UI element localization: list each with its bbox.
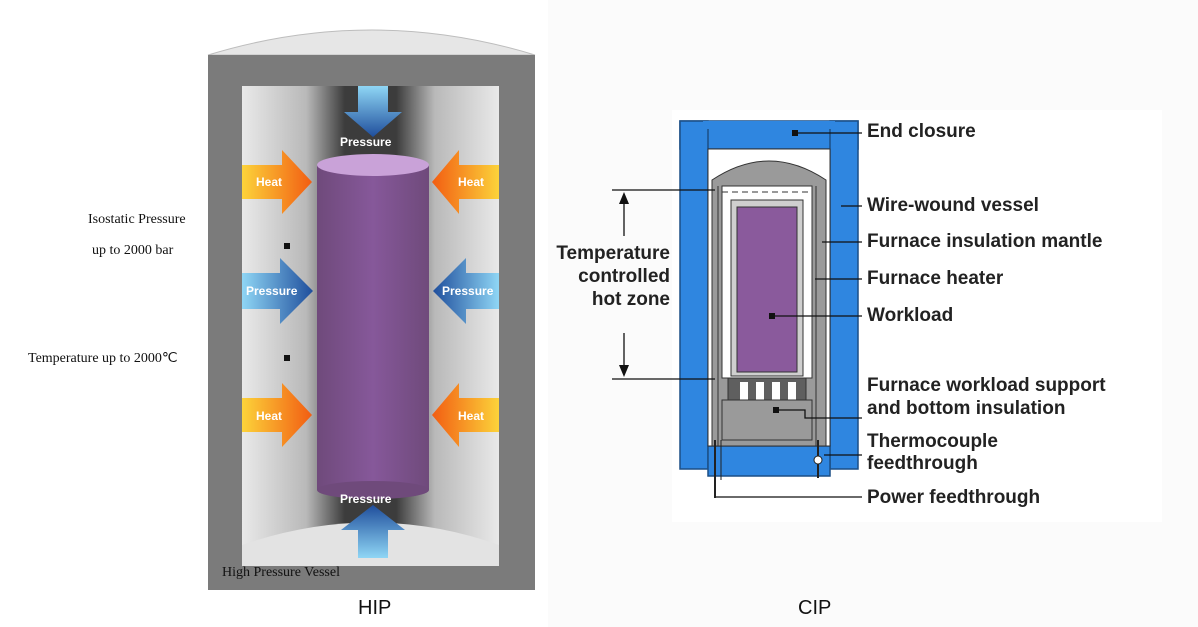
leader-lines — [612, 132, 862, 498]
heat-arrow-right-bottom — [432, 383, 499, 447]
annotation-pressure-line2: up to 2000 bar — [92, 243, 174, 258]
bottom-closure — [707, 445, 831, 477]
heat-arrow-right-top — [432, 150, 499, 214]
vessel-dome-top — [207, 29, 536, 56]
label-support-2: and bottom insulation — [867, 398, 1066, 419]
label-wire-wound-vessel: Wire-wound vessel — [867, 195, 1039, 216]
hip-caption: HIP — [358, 597, 392, 619]
pressure-arrow-right — [433, 258, 499, 324]
label-thermocouple-2: feedthrough — [867, 453, 978, 474]
hot-zone-label-2: controlled — [578, 266, 670, 287]
label-workload: Workload — [867, 305, 954, 326]
cylinder-top — [317, 154, 429, 176]
support-slot-3 — [772, 382, 780, 400]
hip-workload-cylinder — [317, 165, 429, 490]
pressure-label-bottom: Pressure — [340, 492, 392, 506]
label-end-closure: End closure — [867, 121, 976, 142]
label-thermocouple-1: Thermocouple — [867, 431, 998, 452]
label-support-1: Furnace workload support — [867, 375, 1106, 396]
thermocouple-dot — [813, 455, 823, 465]
cylinder-bottom — [317, 481, 429, 499]
temperature-marker — [284, 355, 290, 361]
label-power-feedthrough: Power feedthrough — [867, 487, 1041, 508]
pressure-label-left: Pressure — [246, 284, 298, 298]
dot-workload — [769, 313, 775, 319]
pressure-arrow-bottom — [341, 505, 405, 558]
hot-zone-label-1: Temperature — [556, 243, 670, 264]
support-slot-1 — [740, 382, 748, 400]
hot-zone-arrow-up — [619, 192, 629, 204]
heat-arrow-left-top — [242, 150, 312, 214]
pressure-label-right: Pressure — [442, 284, 494, 298]
pressure-marker — [284, 243, 290, 249]
vessel-top-inner — [703, 121, 835, 129]
support-slot-2 — [756, 382, 764, 400]
vessel-wall-left — [679, 120, 709, 470]
pressure-label-top: Pressure — [340, 135, 392, 149]
heat-label-right-top: Heat — [458, 175, 485, 189]
pressure-arrow-top — [344, 86, 402, 137]
heat-arrow-left-bottom — [242, 383, 312, 447]
annotation-pressure-line1: Isostatic Pressure — [88, 212, 186, 227]
label-furnace-insulation-mantle: Furnace insulation mantle — [867, 231, 1103, 252]
hot-zone-label-3: hot zone — [591, 289, 670, 310]
cip-caption: CIP — [798, 597, 832, 619]
bottom-insulation — [721, 399, 813, 441]
label-furnace-heater: Furnace heater — [867, 268, 1004, 289]
heat-label-left-top: Heat — [256, 175, 283, 189]
annotation-temperature: Temperature up to 2000℃ — [28, 351, 178, 366]
pressure-arrow-left — [242, 258, 313, 324]
vessel-wall-right — [829, 120, 859, 470]
support-slot-4 — [788, 382, 796, 400]
cip-workload — [736, 206, 798, 373]
vessel-label: High Pressure Vessel — [222, 565, 340, 580]
dot-end-closure — [792, 130, 798, 136]
leader-support — [776, 409, 862, 419]
heat-label-left-bottom: Heat — [256, 409, 283, 423]
heat-label-right-bottom: Heat — [458, 409, 485, 423]
dot-support — [773, 407, 779, 413]
hot-zone-arrow-down — [619, 365, 629, 377]
